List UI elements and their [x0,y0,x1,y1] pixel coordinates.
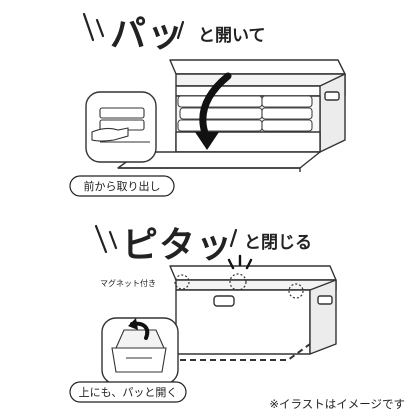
bottom-suffix: と閉じる [244,233,312,253]
lid-open-arrow-icon [128,318,150,340]
emphasis-slashes-left [82,12,105,42]
footnote: ※イラストはイメージです [269,397,405,411]
bottom-caption-pill: 上にも、パッと開く [69,381,187,403]
emphasis-slashes-left-bottom [94,224,118,254]
closed-storage-box [150,265,337,361]
magnet-marker-right [288,283,304,299]
open-storage-box [117,59,346,172]
magnet-marker-left [174,274,190,290]
top-panel: パッ と開いて [69,12,346,197]
bottom-exclaim: ピタッ [122,225,233,266]
folded-clothes [177,95,313,132]
top-suffix: と開いて [198,26,266,46]
emphasis-slash-right-bottom [229,228,238,248]
emphasis-slash-right [176,20,185,40]
top-exclaim: パッ [110,14,184,55]
magnet-label: マグネット付き [100,278,156,288]
top-caption-pill: 前から取り出し [69,175,175,197]
inset-take-out-front [85,91,157,163]
bottom-caption-text: 上にも、パッと開く [79,386,178,399]
click-spark-icon [227,254,253,270]
top-caption-text: 前から取り出し [84,179,161,193]
bottom-panel: ピタッ と閉じる [69,224,405,411]
inset-lid-open [101,317,179,385]
open-arrow-icon [195,72,232,150]
magnet-markers [174,273,304,299]
magnet-marker-center [229,273,247,291]
